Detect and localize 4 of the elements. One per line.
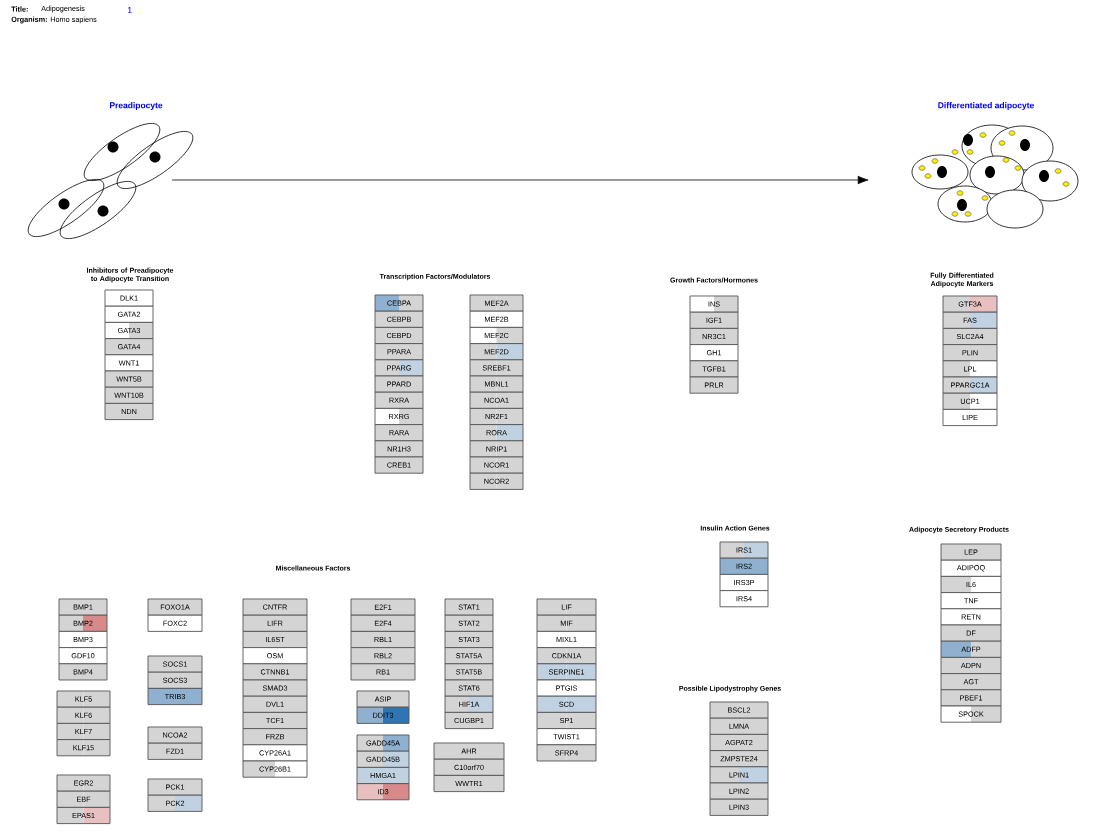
cell-title: Differentiated adipocyte [938, 102, 1034, 110]
arrow [171, 175, 869, 185]
cell-title: Preadipocyte [110, 102, 163, 110]
footnote-number: 1 [127, 6, 132, 14]
